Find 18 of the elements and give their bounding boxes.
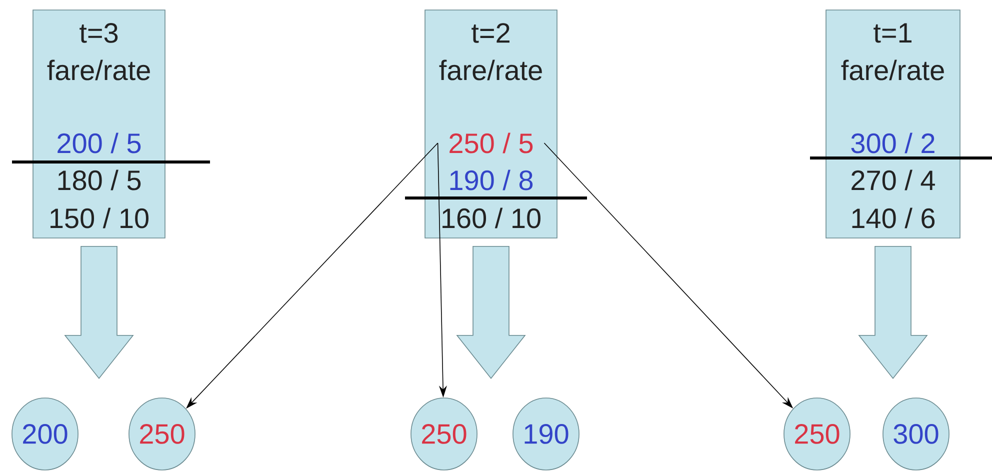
heading-text: fare/rate: [47, 60, 150, 80]
heading-text: t=1: [874, 23, 912, 43]
fare-rate-text: 270 / 4: [852, 170, 935, 190]
fare-rate-text: 200 / 5: [58, 132, 141, 154]
heading-text: fare/rate: [841, 60, 944, 80]
fare-rate-text: 140 / 6: [852, 208, 935, 228]
fare-rate-text: 180 / 5: [58, 170, 141, 190]
fare-rate-text: 150 / 10: [50, 208, 148, 228]
fare-rate-text: 300 / 2: [851, 132, 934, 154]
fare-rate-text: 190 / 8: [450, 170, 533, 190]
heading-text: t=3: [80, 23, 118, 43]
heading-text: t=2: [472, 23, 510, 43]
fare-rate-text: 160 / 10: [442, 208, 540, 228]
heading-text: fare/rate: [439, 60, 542, 80]
block-arrow: [64, 246, 134, 380]
block-arrow: [456, 246, 526, 380]
block-arrow: [858, 246, 928, 380]
fare-rate-text: 250 / 5: [450, 132, 533, 154]
